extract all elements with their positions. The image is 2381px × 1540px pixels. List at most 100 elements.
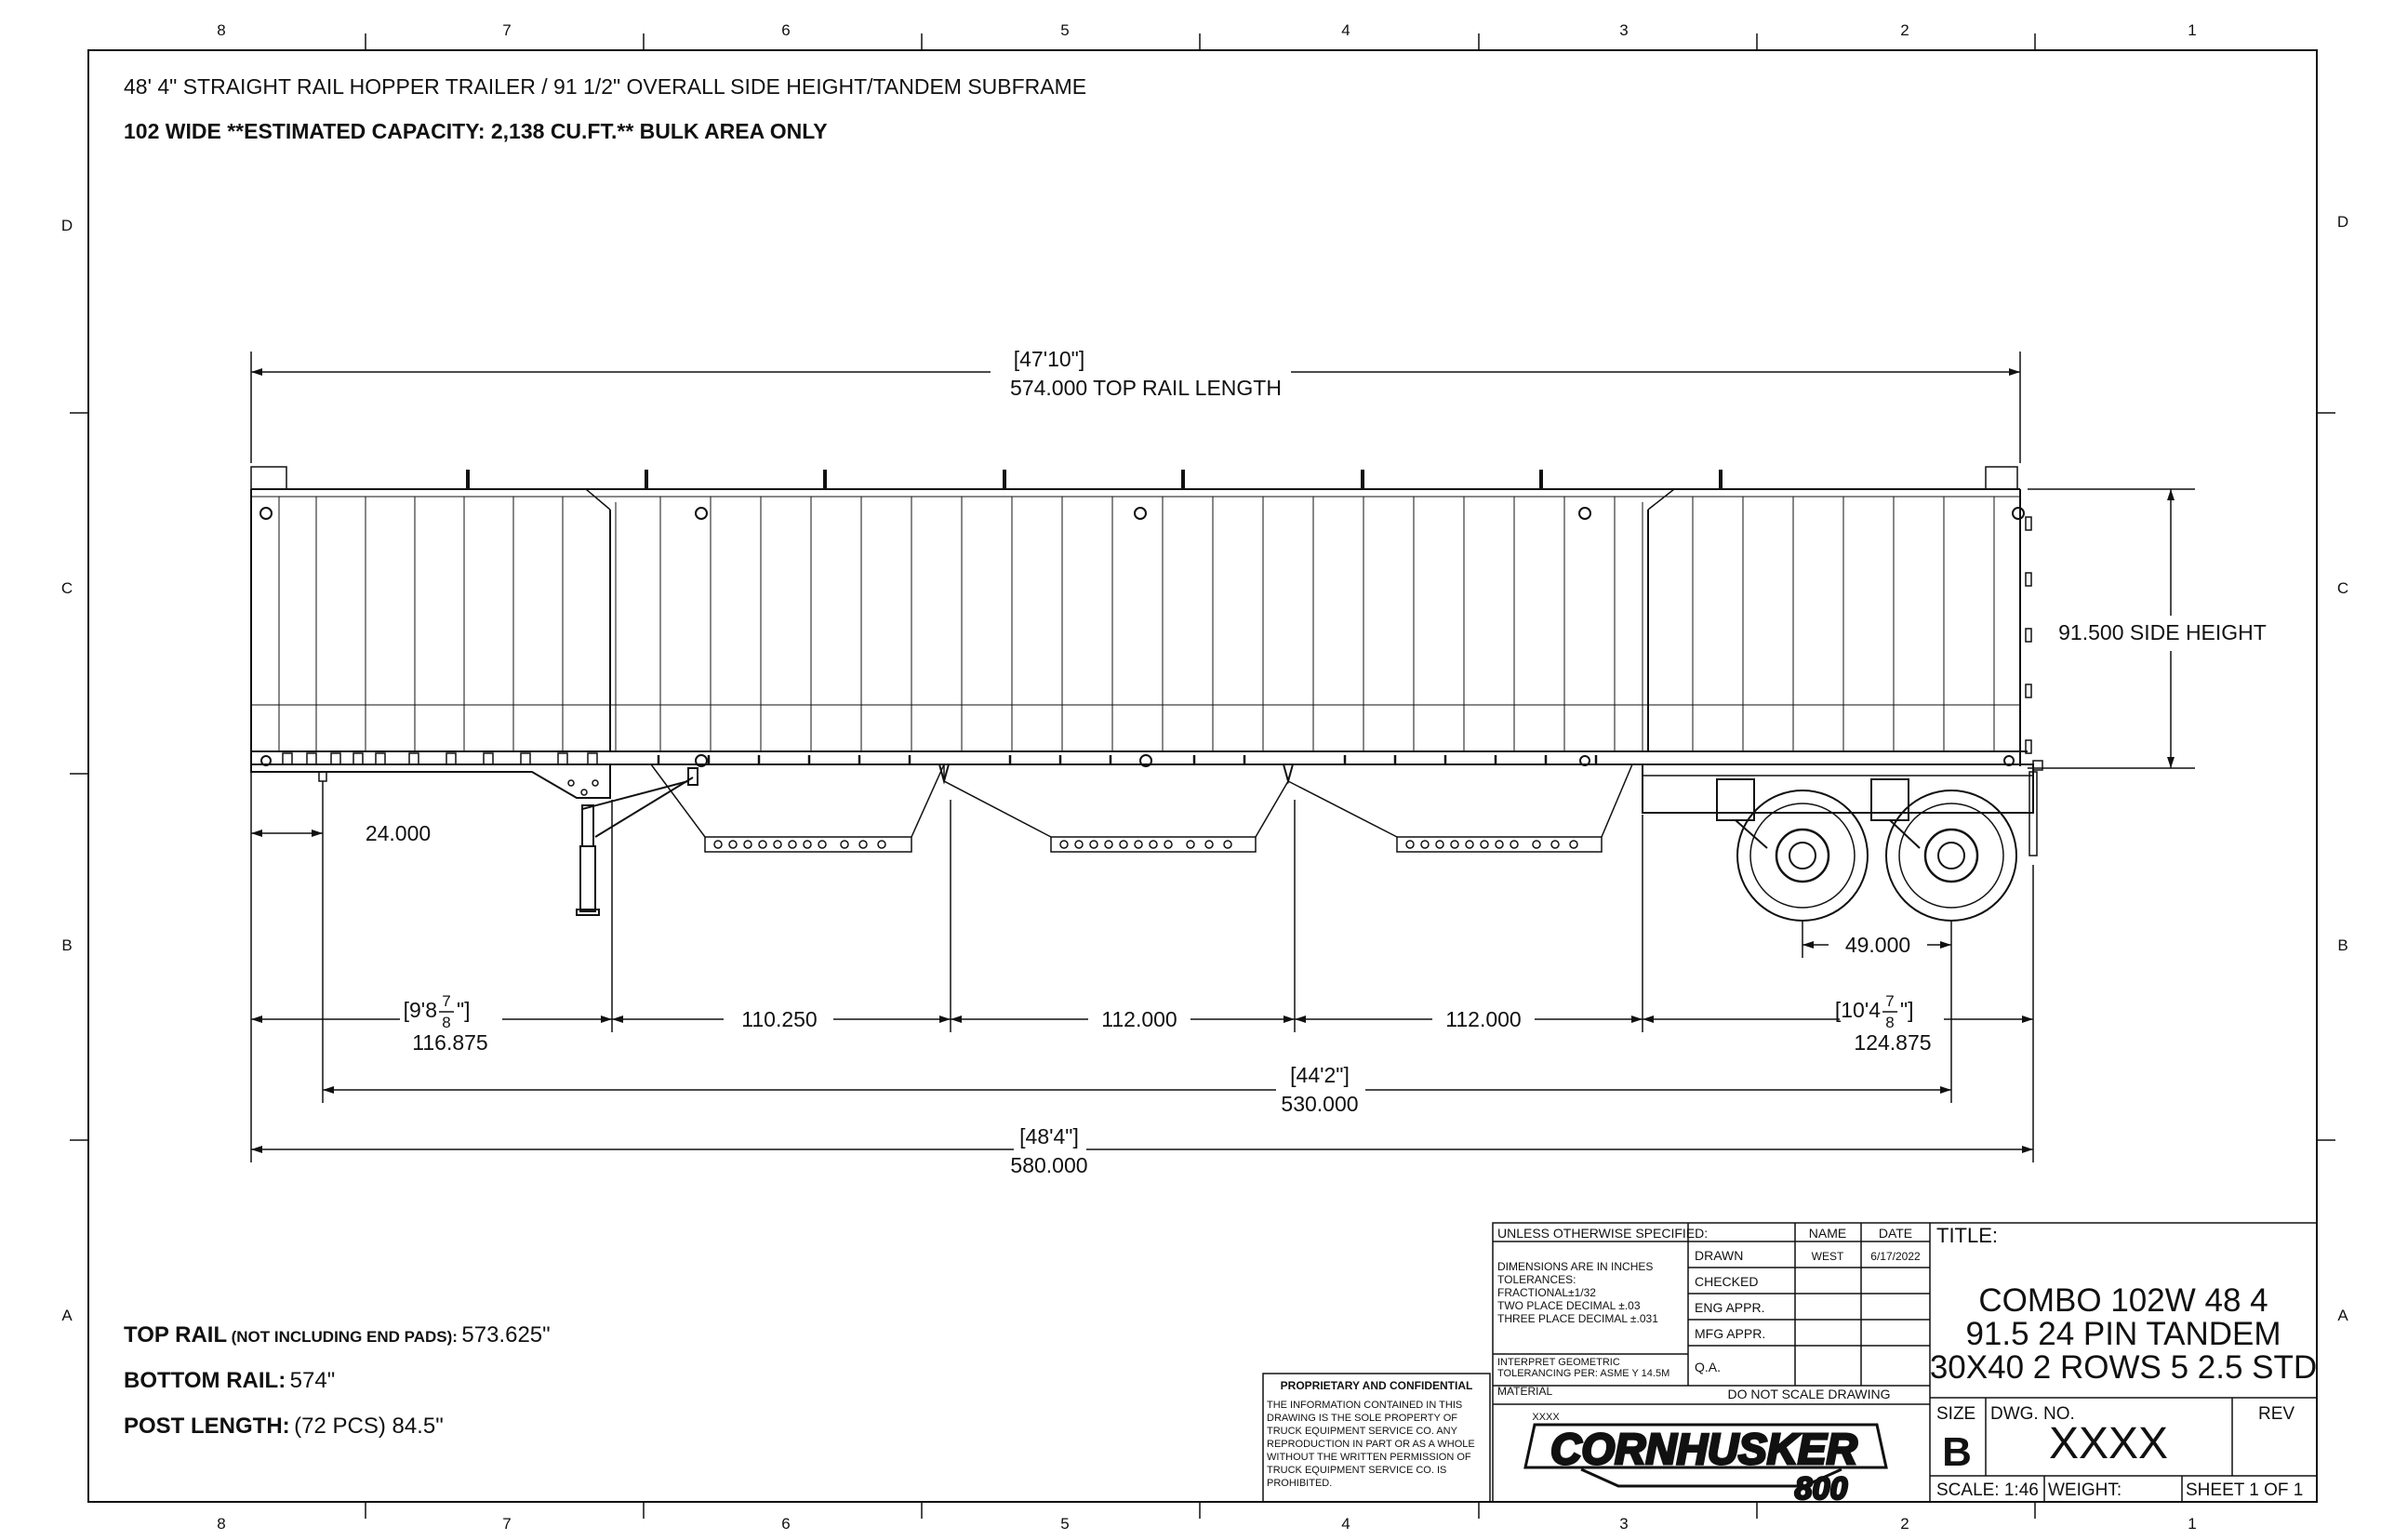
tb-material-value: XXXX bbox=[1532, 1412, 1560, 1423]
tb-row-label: MFG APPR. bbox=[1695, 1326, 1765, 1341]
tb-rev-label: REV bbox=[2258, 1404, 2295, 1424]
note-top-rail-label: TOP RAIL bbox=[124, 1322, 227, 1348]
tb-row-label: CHECKED bbox=[1695, 1274, 1758, 1289]
dim-kingpin-to-axle-imperial: [44'2"] bbox=[1290, 1063, 1350, 1087]
zone-row-left: A bbox=[61, 1307, 73, 1324]
dimension-text: [47'10"] 574.000 TOP RAIL LENGTH 91.500 … bbox=[366, 347, 2267, 1177]
zone-col-top: 4 bbox=[1341, 21, 1350, 39]
zone-row-left: B bbox=[61, 936, 72, 954]
tb-row-label: ENG APPR. bbox=[1695, 1300, 1764, 1315]
rear-end-pad bbox=[1985, 466, 2018, 490]
proprietary-line: PROHIBITED. bbox=[1267, 1478, 1332, 1489]
logo-brand: CORNHUSKER bbox=[1550, 1425, 1857, 1473]
dim-front: 116.875 bbox=[412, 1030, 487, 1055]
proprietary-line: DRAWING IS THE SOLE PROPERTY OF bbox=[1267, 1413, 1457, 1424]
tb-scale: SCALE: 1:46 bbox=[1936, 1480, 2039, 1500]
note-bottom-rail-label: BOTTOM RAIL: bbox=[124, 1368, 286, 1393]
note-post-length-label: POST LENGTH: bbox=[124, 1414, 290, 1439]
dim-rear-frac-den: 8 bbox=[1885, 1014, 1894, 1031]
dim-rear: 124.875 bbox=[1854, 1030, 1931, 1055]
proprietary-line: TRUCK EQUIPMENT SERVICE CO. ANY bbox=[1267, 1426, 1458, 1437]
hopper-2 bbox=[938, 763, 1294, 853]
tb-interpret-line: INTERPRET GEOMETRIC bbox=[1497, 1357, 1620, 1368]
tb-title-line: COMBO 102W 48 4 bbox=[1978, 1282, 2268, 1319]
dim-top-rail-imperial: [47'10"] bbox=[1014, 347, 1085, 371]
dim-rear-imperial: [10'4 bbox=[1835, 998, 1881, 1022]
tb-title-line: 30X40 2 ROWS 5 2.5 STD bbox=[1930, 1349, 2317, 1386]
note-bottom-rail-value: 574" bbox=[290, 1368, 336, 1393]
tb-title-line: 91.5 24 PIN TANDEM bbox=[1965, 1316, 2281, 1352]
zone-row-left: D bbox=[61, 217, 73, 234]
tb-spec-line: TWO PLACE DECIMAL ±.03 bbox=[1497, 1299, 1641, 1312]
zone-col-bottom: 6 bbox=[781, 1515, 790, 1533]
tarp-anchors bbox=[259, 507, 2025, 767]
tb-spec-line: DIMENSIONS ARE IN INCHES bbox=[1497, 1260, 1653, 1273]
tb-col-name: NAME bbox=[1809, 1226, 1846, 1241]
zone-ticks bbox=[70, 33, 2335, 1519]
svg-text:POST LENGTH: (72 PCS) 84: POST LENGTH: (72 PCS) 84.5" bbox=[124, 1414, 444, 1439]
zone-col-top: 5 bbox=[1060, 21, 1069, 39]
hopper-1 bbox=[650, 763, 945, 853]
svg-text:BOTTOM RAIL: 574": BOTTOM RAIL: 574" bbox=[124, 1368, 335, 1393]
wheel-rear bbox=[1885, 790, 2017, 922]
tb-spec-line: THREE PLACE DECIMAL ±.031 bbox=[1497, 1312, 1658, 1325]
proprietary-line: TRUCK EQUIPMENT SERVICE CO. IS bbox=[1267, 1465, 1446, 1476]
tb-row-label: Q.A. bbox=[1695, 1360, 1721, 1374]
proprietary-heading: PROPRIETARY AND CONFIDENTIAL bbox=[1281, 1379, 1473, 1392]
zone-labels: 8 7 6 5 4 3 2 1 8 7 6 5 4 3 2 1 D C B A … bbox=[61, 21, 2348, 1533]
dim-overall: 580.000 bbox=[1010, 1153, 1087, 1177]
tb-interpret-line: TOLERANCING PER: ASME Y 14.5M bbox=[1497, 1368, 1669, 1379]
proprietary-box: PROPRIETARY AND CONFIDENTIAL THE INFORMA… bbox=[1262, 1373, 1491, 1503]
dim-rear-close: "] bbox=[1900, 998, 1914, 1022]
dim-front-frac-den: 8 bbox=[442, 1014, 450, 1031]
tb-row-label: DRAWN bbox=[1695, 1248, 1743, 1263]
note-post-length-value: (72 PCS) 84.5" bbox=[294, 1414, 444, 1439]
zone-col-top: 7 bbox=[502, 21, 511, 39]
zone-col-bottom: 5 bbox=[1060, 1515, 1069, 1533]
zone-col-top: 2 bbox=[1900, 21, 1909, 39]
drawing-border bbox=[87, 49, 2318, 1503]
dim-overall-imperial: [48'4"] bbox=[1019, 1124, 1079, 1148]
zone-col-bottom: 8 bbox=[217, 1515, 225, 1533]
zone-col-top: 3 bbox=[1619, 21, 1628, 39]
proprietary-line: WITHOUT THE WRITTEN PERMISSION OF bbox=[1267, 1452, 1471, 1463]
zone-col-bottom: 2 bbox=[1900, 1515, 1909, 1533]
tb-material-label: MATERIAL bbox=[1497, 1385, 1552, 1398]
dim-side-height: 91.500 SIDE HEIGHT bbox=[2058, 620, 2267, 644]
dim-kingpin-to-axle: 530.000 bbox=[1281, 1092, 1358, 1116]
zone-row-right: A bbox=[2337, 1307, 2348, 1324]
zone-col-bottom: 1 bbox=[2188, 1515, 2196, 1533]
proprietary-line: THE INFORMATION CONTAINED IN THIS bbox=[1267, 1400, 1462, 1411]
title-block bbox=[1492, 1222, 2318, 1503]
dim-front-imperial: [9'8 bbox=[404, 998, 437, 1022]
zone-row-left: C bbox=[61, 579, 73, 597]
tb-do-not-scale: DO NOT SCALE DRAWING bbox=[1727, 1387, 1890, 1401]
tb-col-date: DATE bbox=[1879, 1226, 1912, 1241]
tb-dwg-label: DWG. NO. bbox=[1990, 1404, 2075, 1424]
tb-spec-line: TOLERANCES: bbox=[1497, 1273, 1576, 1286]
tb-title-label: TITLE: bbox=[1936, 1224, 1998, 1247]
proprietary-line: REPRODUCTION IN PART OR AS A WHOLE bbox=[1267, 1439, 1475, 1450]
dim-rear-frac-num: 7 bbox=[1885, 992, 1894, 1010]
landing-gear bbox=[576, 767, 698, 916]
wheel-front bbox=[1736, 790, 1869, 922]
zone-col-top: 6 bbox=[781, 21, 790, 39]
tb-size-label: SIZE bbox=[1936, 1404, 1975, 1424]
svg-text:TOP RAIL (NOT INCLUDING: TOP RAIL (NOT INCLUDING END PADS): 573.6… bbox=[124, 1322, 551, 1348]
cornhusker-logo: CORNHUSKER 800 bbox=[1523, 1423, 1888, 1507]
zone-col-bottom: 4 bbox=[1341, 1515, 1350, 1533]
dim-front-close: "] bbox=[457, 998, 471, 1022]
tandem-axles bbox=[1716, 778, 2017, 922]
tb-sheet: SHEET 1 OF 1 bbox=[2186, 1480, 2303, 1500]
drawing-subheading: 102 WIDE **ESTIMATED CAPACITY: 2,138 CU.… bbox=[124, 119, 828, 143]
note-top-rail-value: 573.625" bbox=[461, 1322, 550, 1348]
title-block-text: UNLESS OTHERWISE SPECIFIED: DIMENSIONS A… bbox=[1497, 1224, 2317, 1500]
zone-col-top: 8 bbox=[217, 21, 225, 39]
drawing-heading: 48' 4" STRAIGHT RAIL HOPPER TRAILER / 91… bbox=[124, 74, 1086, 99]
tb-weight: WEIGHT: bbox=[2048, 1480, 2122, 1500]
zone-row-right: C bbox=[2337, 579, 2348, 597]
dim-front-frac-num: 7 bbox=[442, 992, 450, 1010]
tb-size: B bbox=[1942, 1429, 1972, 1475]
tb-dwg-no: XXXX bbox=[2049, 1419, 2168, 1468]
zone-row-right: D bbox=[2337, 213, 2348, 231]
